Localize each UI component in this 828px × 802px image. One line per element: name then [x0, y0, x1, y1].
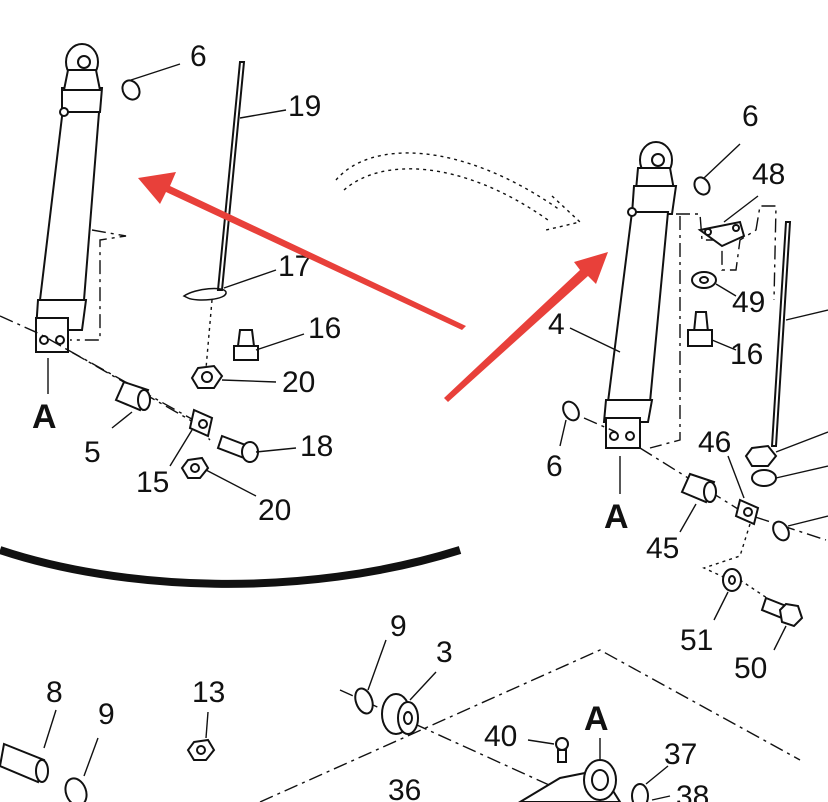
- label-50: 50: [734, 652, 767, 685]
- label-20-old-top: 20: [282, 366, 315, 399]
- dotted-arrow: [335, 152, 582, 231]
- pin-8: [0, 709, 57, 784]
- label-19: 19: [288, 90, 321, 123]
- grease-nipple-40: [527, 737, 569, 763]
- label-8: 8: [46, 676, 63, 709]
- label-18: 18: [300, 430, 333, 463]
- ring-6-new-top: [693, 176, 711, 196]
- washer-51: [713, 568, 742, 621]
- label-49: 49: [732, 286, 765, 319]
- label-13: 13: [192, 676, 225, 709]
- nut-13: [186, 711, 216, 761]
- bolt-18: [216, 434, 297, 463]
- label-37: 37: [664, 738, 697, 771]
- nut-20-old-bottom: [180, 456, 257, 497]
- bottom-assembly: [0, 639, 801, 802]
- label-16-old: 16: [308, 312, 341, 345]
- label-40: 40: [484, 720, 517, 753]
- label-20-old-bottom: 20: [258, 494, 291, 527]
- bolt-50: [760, 596, 804, 651]
- label-51: 51: [680, 624, 713, 657]
- ring-6-new-bottom: [562, 400, 580, 422]
- red-arrow-right: [444, 252, 608, 402]
- washer-49: [691, 271, 737, 297]
- bushing-3: [381, 671, 437, 735]
- label-9-top: 9: [390, 610, 407, 643]
- hydraulic-cylinder-old: [34, 43, 104, 353]
- label-48: 48: [752, 158, 785, 191]
- label-15: 15: [136, 466, 169, 499]
- ring-9-bottom: [64, 777, 88, 802]
- label-16-new: 16: [730, 338, 763, 371]
- label-A-new: A: [604, 498, 629, 536]
- label-45: 45: [646, 532, 679, 565]
- bracket-46: [727, 455, 760, 526]
- bolt-16-new: [687, 311, 737, 351]
- label-6-new-bottom: 6: [546, 450, 563, 483]
- label-6-new-top: 6: [742, 100, 759, 133]
- nut-20-old-top: [190, 364, 277, 389]
- label-4: 4: [548, 308, 565, 341]
- pivot-boss: [518, 738, 622, 802]
- label-46: 46: [698, 426, 731, 459]
- section-divider-curve: [0, 546, 462, 588]
- label-A-old: A: [32, 398, 57, 436]
- label-6-old: 6: [190, 40, 207, 73]
- spacer-45: [679, 472, 717, 533]
- red-arrow-left: [138, 172, 466, 330]
- old-cylinder-assembly: [0, 43, 305, 497]
- spacer-5: [111, 380, 151, 429]
- new-cylinder-assembly: [559, 141, 828, 651]
- label-38: 38: [676, 780, 709, 802]
- bolt-16-old: [233, 329, 305, 361]
- rod-19: [216, 61, 287, 291]
- label-3: 3: [436, 636, 453, 669]
- bracket-15: [169, 408, 214, 467]
- ring-6-old: [121, 79, 141, 101]
- clip-17: [182, 269, 277, 301]
- label-A-bottom: A: [584, 700, 609, 738]
- ring-9-top: [354, 687, 374, 715]
- label-9-bottom: 9: [98, 698, 115, 731]
- plate-48: [697, 195, 759, 248]
- label-36: 36: [388, 774, 421, 802]
- hydraulic-cylinder-new: [602, 141, 678, 449]
- label-5: 5: [84, 436, 101, 469]
